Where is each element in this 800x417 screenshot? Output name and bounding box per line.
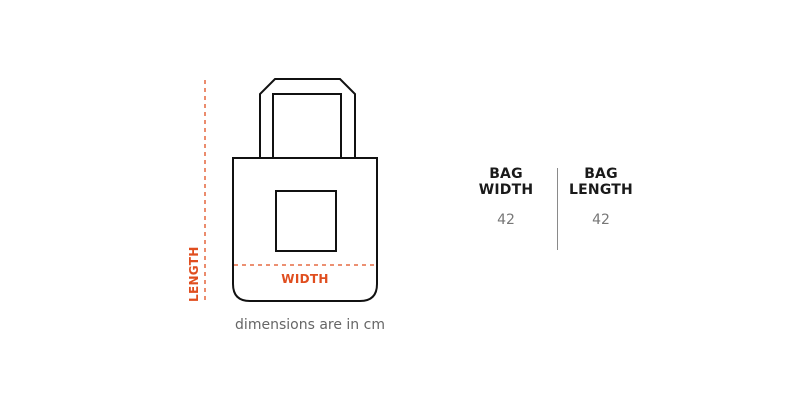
bag-width-title: BAG WIDTH [461,166,551,198]
bag-length-value: 42 [592,212,610,228]
bag-body [232,157,378,302]
bag-handle-outer [259,78,356,158]
bag-length-title: BAG LENGTH [556,166,646,198]
bag-width-column: BAG WIDTH 42 [461,166,551,228]
width-label: WIDTH [281,272,328,286]
bag-width-value: 42 [497,212,515,228]
bag-length-title-line1: BAG [584,166,618,182]
bag-length-column: BAG LENGTH 42 [556,166,646,228]
bag-handle-inner [272,93,342,159]
bag-width-title-line1: BAG [489,166,523,182]
column-divider [557,168,558,250]
bag-pocket [275,190,337,252]
bag-length-title-line2: LENGTH [569,182,633,198]
bag-width-title-line2: WIDTH [478,182,534,198]
length-label: LENGTH [187,246,201,302]
units-note: dimensions are in cm [235,317,385,333]
